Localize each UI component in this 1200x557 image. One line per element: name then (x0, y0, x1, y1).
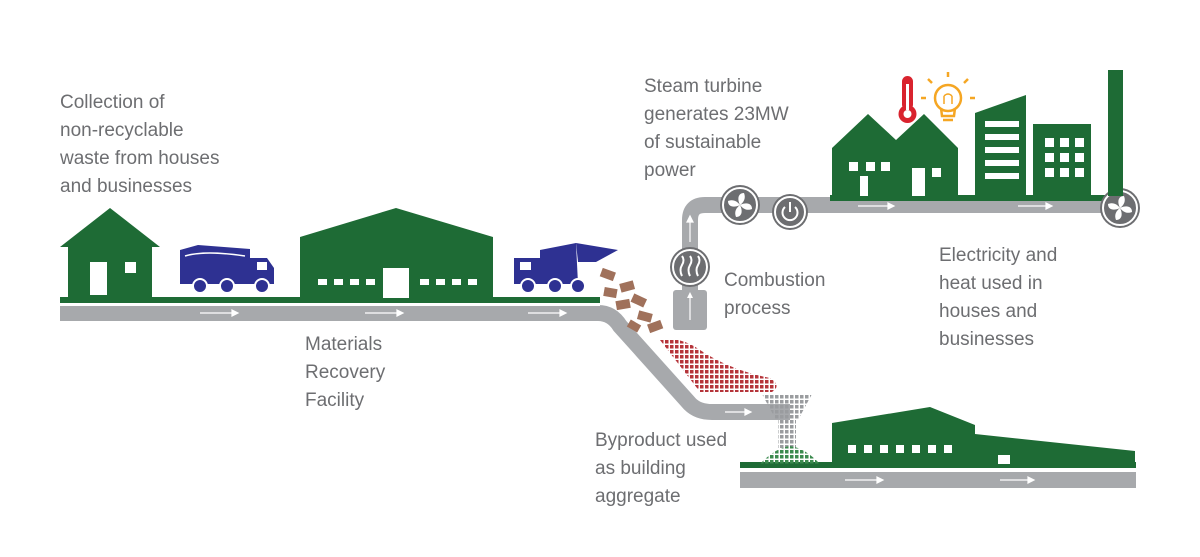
combustion-label: Combustion process (724, 267, 825, 323)
fan-icon (1100, 188, 1140, 228)
recovery-facility-icon (300, 208, 493, 298)
power-icon (772, 194, 808, 230)
steam-icon (679, 255, 701, 277)
aggregate-pile (760, 446, 820, 464)
house-icon (60, 208, 160, 298)
label-line: Materials (305, 334, 383, 355)
thermometer-icon (898, 76, 917, 123)
label-line: and businesses (60, 176, 193, 197)
label-line: generates 23MW (644, 104, 789, 125)
label-line: process (724, 298, 791, 319)
label-line: Byproduct used (595, 430, 728, 451)
electricity-label: Electricity and heat used in houses and … (939, 242, 1057, 354)
label-line: of sustainable (644, 132, 762, 153)
ground-strip-lower (740, 462, 1136, 468)
collection-label: Collection of non-recyclable waste from … (60, 89, 219, 201)
label-line: Electricity and (939, 245, 1058, 266)
factory-icon (832, 407, 1135, 464)
label-line: Combustion (724, 270, 826, 291)
label-line: Collection of (60, 92, 165, 113)
turbine-label: Steam turbine generates 23MW of sustaina… (644, 73, 789, 185)
label-line: aggregate (595, 486, 681, 507)
lower-road (740, 469, 1136, 488)
power-pipe (682, 197, 1120, 322)
label-line: heat used in (939, 273, 1043, 294)
main-road (60, 304, 790, 420)
label-line: Facility (305, 390, 365, 411)
label-line: power (644, 160, 696, 181)
garbage-truck-icon (180, 245, 274, 294)
lightbulb-icon (921, 72, 975, 122)
ground-strip (60, 297, 600, 303)
waste-bricks (599, 267, 664, 334)
tipping-truck-icon (514, 243, 618, 294)
label-line: houses and (939, 301, 1038, 322)
label-line: non-recyclable (60, 120, 184, 141)
combustion-chamber (670, 247, 710, 330)
ash-heap (660, 339, 777, 392)
label-line: waste from houses (60, 148, 220, 169)
mrf-label: Materials Recovery Facility (305, 331, 385, 415)
town-buildings (832, 70, 1123, 196)
label-line: businesses (939, 329, 1035, 350)
label-line: Steam turbine (644, 76, 763, 97)
label-line: Recovery (305, 362, 386, 383)
ground-strip-upper (830, 195, 1122, 201)
label-line: as building (595, 458, 686, 479)
town-windows (849, 121, 1084, 196)
byproduct-label: Byproduct used as building aggregate (595, 427, 727, 511)
fan-icon (720, 185, 760, 225)
hopper (762, 394, 812, 448)
